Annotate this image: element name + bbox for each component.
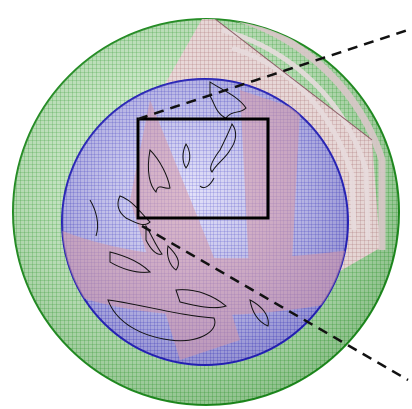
cutaway-band-overlay bbox=[62, 90, 348, 360]
coastline-outlines bbox=[89, 81, 269, 342]
zoom-line-upper bbox=[137, 28, 409, 121]
zoom-line-lower bbox=[141, 224, 409, 382]
region-box bbox=[136, 117, 270, 220]
